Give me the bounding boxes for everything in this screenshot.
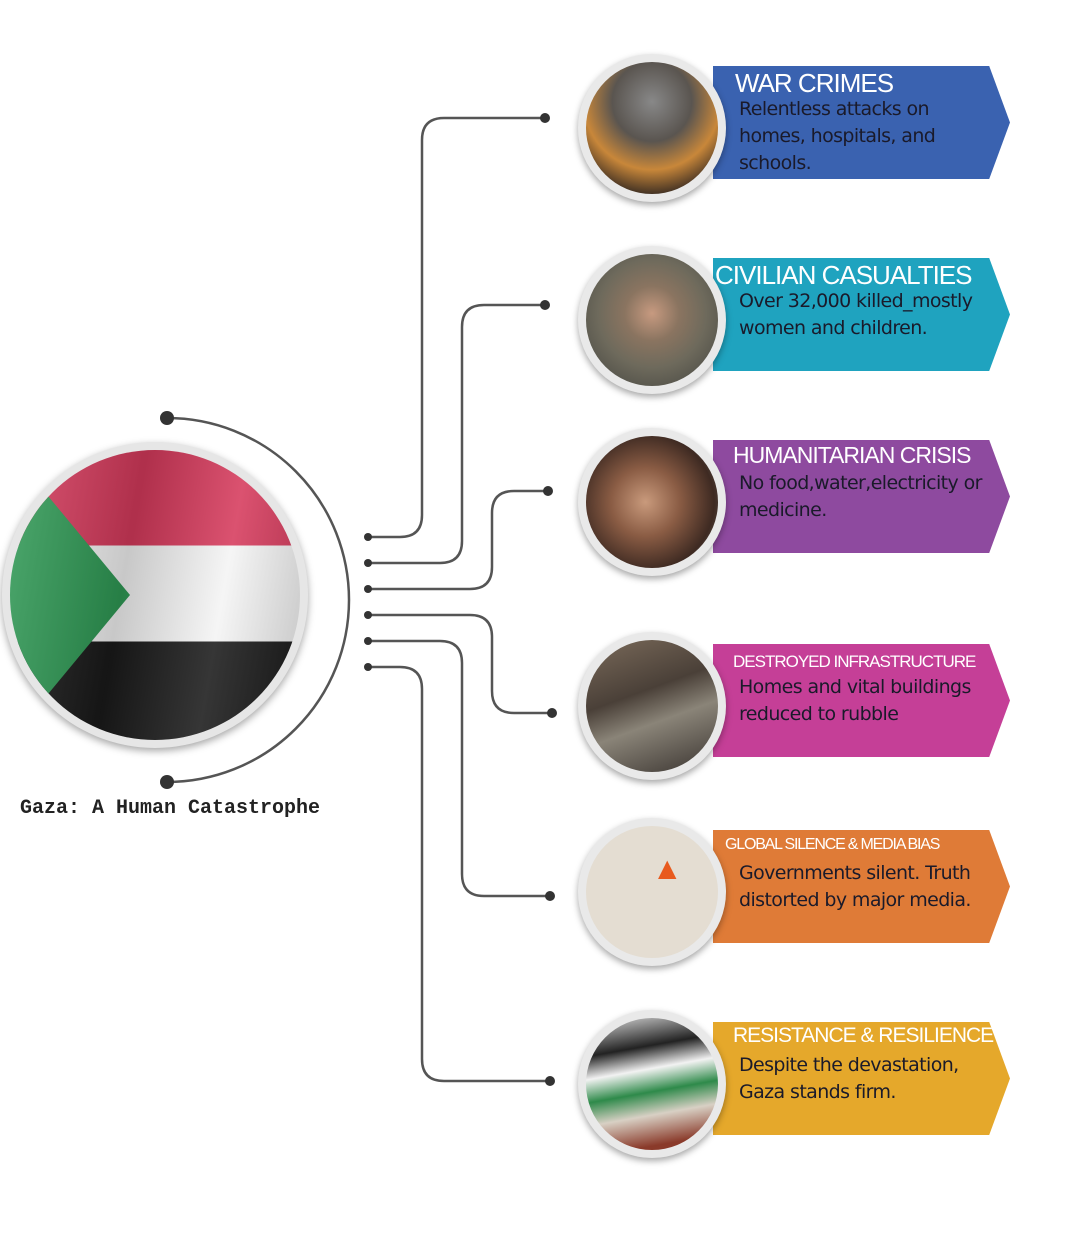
photo-children-explosion — [578, 54, 726, 202]
item-destroyed-infrastructure: DESTROYED INFRASTRUCTURE Homes and vital … — [578, 632, 1018, 782]
item-desc: Relentless attacks on homes, hospitals, … — [739, 98, 936, 174]
banner: DESTROYED INFRASTRUCTURE Homes and vital … — [713, 644, 1010, 757]
item-desc: Homes and vital buildings reduced to rub… — [739, 676, 971, 725]
arc-dot-bottom — [160, 775, 174, 789]
photo-crying-child — [578, 246, 726, 394]
connector-4 — [368, 613, 552, 715]
photo-palestine-flag-children — [578, 1010, 726, 1158]
item-desc: Governments silent. Truth distorted by m… — [739, 862, 971, 911]
item-desc: Over 32,000 killed_mostly women and chil… — [739, 290, 973, 339]
arc-dot-top — [160, 411, 174, 425]
item-title: WAR CRIMES — [735, 68, 894, 98]
connector-5 — [368, 639, 550, 898]
connector-3 — [368, 489, 548, 591]
fire-icon: ▲ — [658, 854, 677, 882]
item-humanitarian-crisis: HUMANITARIAN CRISIS No food,water,electri… — [578, 428, 1018, 578]
infographic-title: Gaza: A Human Catastrophe — [20, 797, 321, 820]
item-title: CIVILIAN CASUALTIES — [715, 260, 972, 290]
banner: RESISTANCE & RESILIENCE Despite the devas… — [713, 1022, 1010, 1135]
item-resistance: RESISTANCE & RESILIENCE Despite the devas… — [578, 1010, 1018, 1160]
flag-image — [10, 450, 300, 740]
connector-6 — [368, 665, 550, 1083]
item-desc: No food,water,electricity or medicine. — [739, 472, 982, 521]
banner: GLOBAL SILENCE & MEDIA BIAS Governments s… — [713, 830, 1010, 943]
sudan-flag-circle — [2, 442, 308, 748]
photo-rubble — [578, 632, 726, 780]
connector-1 — [368, 116, 545, 539]
flag-arc — [166, 416, 351, 784]
item-title: RESISTANCE & RESILIENCE — [733, 1024, 994, 1047]
photo-child-eating — [578, 428, 726, 576]
banner: HUMANITARIAN CRISIS No food,water,electri… — [713, 440, 1010, 553]
item-title: DESTROYED INFRASTRUCTURE — [733, 652, 976, 671]
connector-2 — [368, 303, 545, 565]
item-title: HUMANITARIAN CRISIS — [733, 442, 971, 468]
item-global-silence: GLOBAL SILENCE & MEDIA BIAS Governments s… — [578, 818, 1018, 968]
photo-world-map: ▲ — [578, 818, 726, 966]
item-title: GLOBAL SILENCE & MEDIA BIAS — [725, 836, 940, 853]
item-desc: Despite the devastation, Gaza stands fir… — [739, 1054, 959, 1103]
